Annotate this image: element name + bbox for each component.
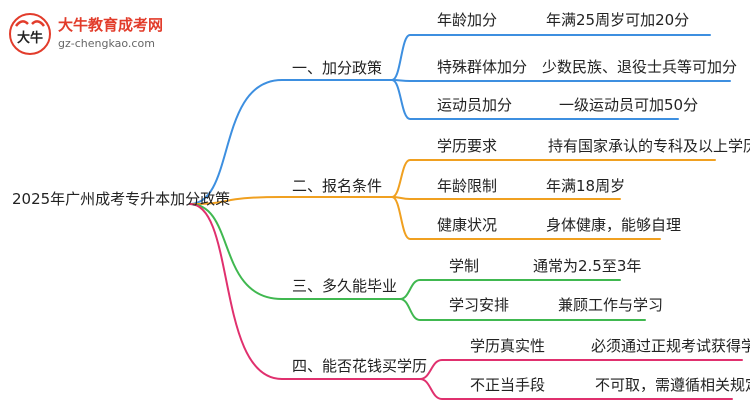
branch-to-leaf-connector bbox=[399, 279, 621, 300]
leaf-label: 不正当手段 bbox=[470, 376, 546, 394]
logo-mark-text: 大牛 bbox=[17, 30, 43, 46]
root-to-branch-connector bbox=[189, 203, 401, 300]
leaf-label: 特殊群体加分 bbox=[437, 58, 528, 76]
leaf-detail: 年满25周岁可加20分 bbox=[546, 11, 690, 29]
branch-label: 三、多久能毕业 bbox=[292, 277, 398, 295]
leaf-detail: 年满18周岁 bbox=[546, 177, 626, 195]
branch-to-leaf-connector bbox=[391, 159, 716, 198]
leaf-label: 年龄加分 bbox=[437, 11, 498, 29]
leaf-label: 学历真实性 bbox=[470, 337, 546, 355]
root-to-branch-connector bbox=[189, 203, 421, 380]
brand-url: gz-chengkao.com bbox=[58, 37, 155, 50]
leaf-label: 学历要求 bbox=[437, 137, 498, 155]
leaf-label: 健康状况 bbox=[437, 216, 498, 234]
root-to-branch-connector bbox=[189, 196, 393, 205]
branch-to-leaf-connector bbox=[399, 298, 646, 321]
leaf-label: 年龄限制 bbox=[437, 177, 498, 195]
root-node-label: 2025年广州成考专升本加分政策 bbox=[12, 190, 231, 208]
leaf-label: 学制 bbox=[449, 257, 480, 275]
branch-to-leaf-connector bbox=[391, 79, 731, 82]
leaf-detail: 少数民族、退役士兵等可加分 bbox=[542, 58, 738, 76]
branch-to-leaf-connector bbox=[419, 359, 743, 380]
bull-logo-icon: 大牛 bbox=[9, 13, 51, 55]
branch-to-leaf-connector bbox=[391, 79, 679, 120]
root-to-branch-connector bbox=[189, 79, 393, 205]
leaf-label: 运动员加分 bbox=[437, 96, 513, 114]
leaf-detail: 一级运动员可加50分 bbox=[559, 96, 699, 114]
branch-label: 一、加分政策 bbox=[292, 59, 383, 77]
branch-to-leaf-connector bbox=[391, 196, 621, 200]
leaf-detail: 必须通过正规考试获得学历 bbox=[591, 337, 750, 355]
leaf-detail: 兼顾工作与学习 bbox=[558, 296, 664, 314]
leaf-detail: 身体健康，能够自理 bbox=[546, 216, 682, 234]
leaf-detail: 不可取，需遵循相关规定 bbox=[595, 376, 750, 394]
leaf-detail: 持有国家承认的专科及以上学历 bbox=[548, 137, 750, 155]
branch-to-leaf-connector bbox=[391, 196, 661, 240]
branch-label: 二、报名条件 bbox=[292, 177, 383, 195]
leaf-label: 学习安排 bbox=[449, 296, 510, 314]
branch-to-leaf-connector bbox=[391, 34, 711, 81]
branch-label: 四、能否花钱买学历 bbox=[292, 357, 428, 375]
brand-logo: 大牛 大牛教育成考网 gz-chengkao.com bbox=[8, 12, 168, 58]
leaf-detail: 通常为2.5至3年 bbox=[533, 257, 642, 275]
brand-name: 大牛教育成考网 bbox=[58, 16, 164, 34]
branch-to-leaf-connector bbox=[419, 378, 733, 400]
